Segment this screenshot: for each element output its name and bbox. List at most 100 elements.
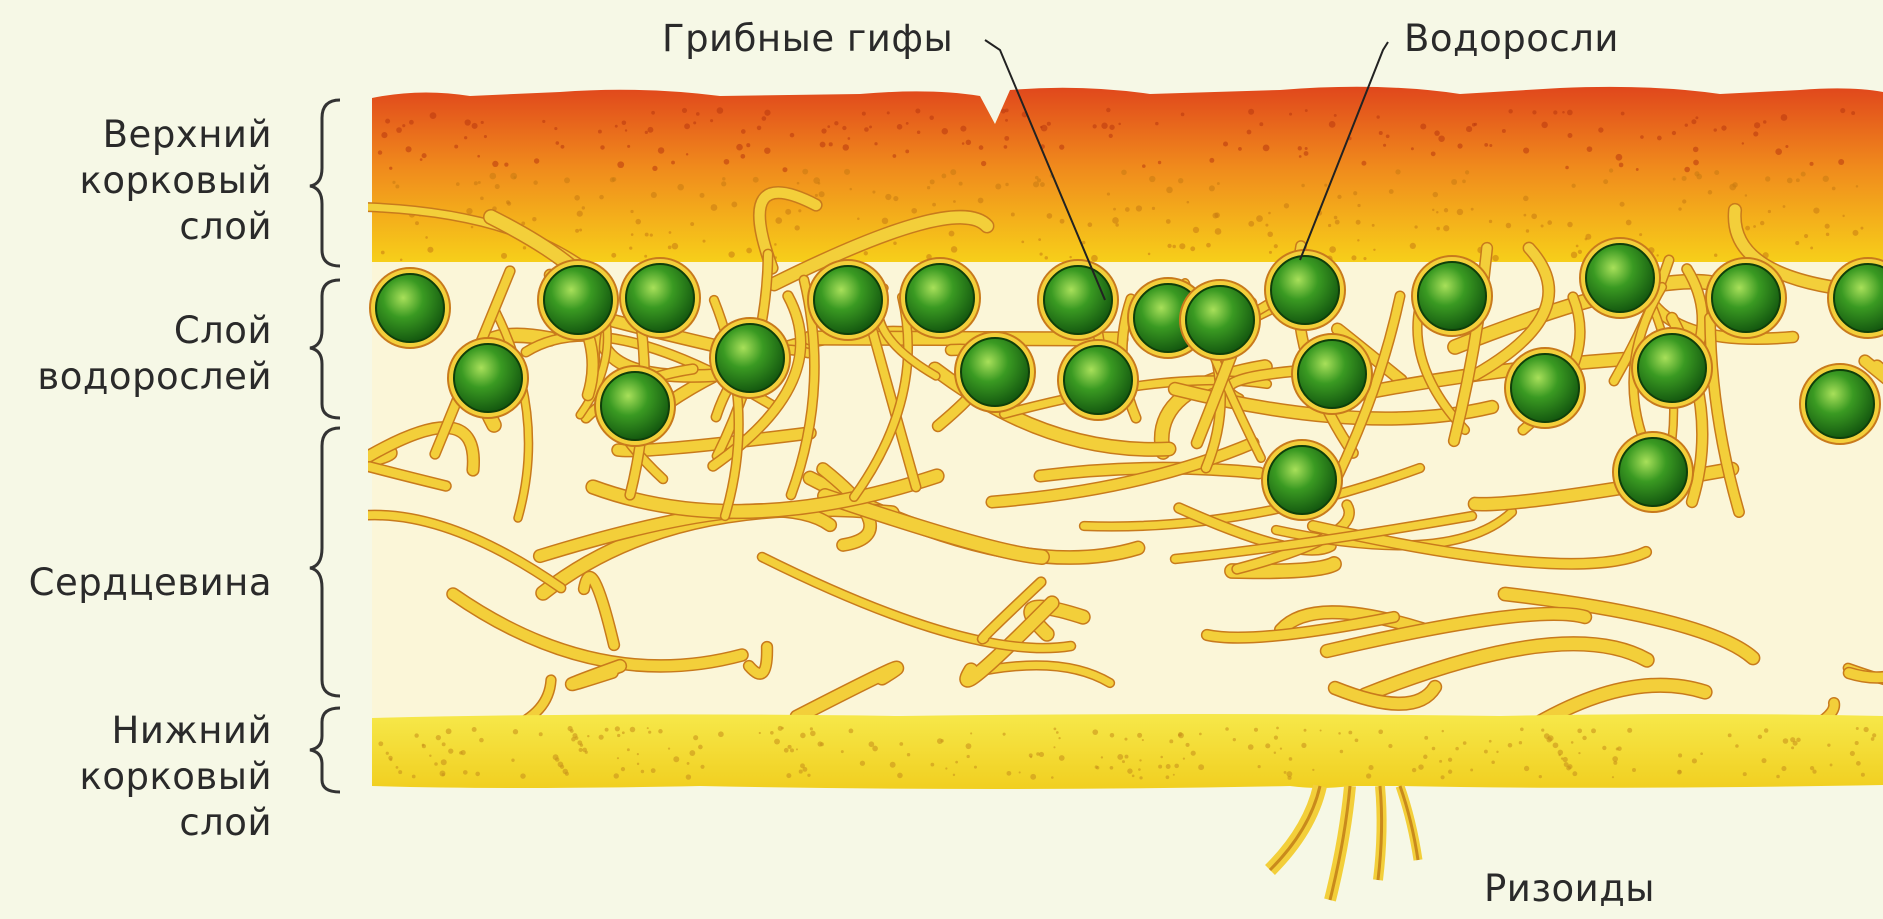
- lower-cortex-speckle: [396, 766, 399, 769]
- lower-cortex-speckle: [1166, 764, 1171, 769]
- lower-cortex-speckle: [429, 754, 431, 756]
- cortex-speckle: [651, 192, 657, 198]
- cortex-speckle: [1093, 124, 1097, 128]
- cortex-speckle: [1804, 234, 1808, 238]
- lower-cortex-speckle: [1793, 741, 1798, 746]
- lower-cortex-speckle: [1280, 747, 1282, 749]
- alga-cell: [1511, 354, 1579, 422]
- lower-cortex-speckle: [1871, 737, 1875, 741]
- cortex-speckle: [1508, 109, 1512, 113]
- lower-cortex-speckle: [1368, 765, 1373, 770]
- lower-cortex-speckle: [1455, 747, 1459, 751]
- lower-cortex-speckle: [1861, 773, 1865, 777]
- lower-cortex-speckle: [1432, 747, 1436, 751]
- cortex-speckle: [1436, 211, 1438, 213]
- cortex-speckle: [1851, 111, 1855, 115]
- lower-cortex-speckle: [1039, 752, 1044, 757]
- lower-cortex-speckle: [1577, 728, 1582, 733]
- cortex-speckle: [465, 119, 471, 125]
- cortex-speckle: [599, 195, 604, 200]
- lower-cortex-speckle: [974, 766, 977, 769]
- cortex-speckle: [686, 153, 688, 155]
- cortex-speckle: [556, 141, 560, 145]
- cortex-speckle: [392, 181, 395, 184]
- lower-cortex-speckle: [718, 731, 724, 737]
- cortex-speckle: [1004, 145, 1008, 149]
- lower-cortex-label-line-2: корковый: [0, 754, 272, 800]
- alga-cell: [376, 274, 444, 342]
- cortex-speckle: [1813, 207, 1819, 213]
- cortex-speckle: [474, 181, 478, 185]
- cortex-speckle: [911, 208, 917, 214]
- lower-cortex-speckle: [412, 775, 416, 779]
- lower-cortex-speckle: [1124, 738, 1127, 741]
- lower-cortex-speckle: [627, 748, 630, 751]
- cortex-speckle: [1274, 244, 1278, 248]
- cortex-speckle: [1414, 225, 1417, 228]
- cortex-speckle: [1005, 108, 1009, 112]
- cortex-speckle: [1172, 245, 1175, 248]
- cortex-speckle: [1187, 201, 1190, 204]
- cortex-speckle: [651, 111, 655, 115]
- lower-cortex-speckle: [641, 770, 644, 773]
- cortex-speckle: [1587, 146, 1593, 152]
- cortex-speckle: [625, 129, 627, 131]
- lower-cortex-speckle: [1122, 760, 1125, 763]
- cortex-speckle: [1263, 144, 1270, 151]
- cortex-speckle: [1223, 141, 1228, 146]
- cortex-speckle: [762, 116, 767, 121]
- lower-cortex-speckle: [799, 770, 803, 774]
- cortex-speckle: [669, 231, 672, 234]
- cortex-speckle: [764, 110, 770, 116]
- cortex-speckle: [1626, 220, 1632, 226]
- cortex-speckle: [396, 127, 402, 133]
- lower-cortex-speckle: [599, 735, 604, 740]
- cortex-speckle: [1781, 114, 1788, 121]
- cortex-speckle: [1305, 147, 1308, 150]
- lower-cortex-speckle: [1288, 776, 1292, 780]
- cortex-speckle: [1215, 228, 1222, 235]
- cortex-speckle: [1395, 169, 1400, 174]
- cortex-speckle: [1603, 179, 1608, 184]
- lower-cortex-speckle: [1169, 739, 1173, 743]
- cortex-speckle: [897, 124, 903, 130]
- cortex-speckle: [1125, 207, 1130, 212]
- lower-cortex-speckle: [398, 770, 402, 774]
- lower-cortex-speckle: [1632, 768, 1636, 772]
- lower-cortex-speckle: [1092, 729, 1098, 735]
- lower-cortex-speckle: [1058, 737, 1060, 739]
- cortex-speckle: [1708, 190, 1712, 194]
- cortex-speckle: [1729, 184, 1736, 191]
- lower-cortex-speckle: [1158, 765, 1162, 769]
- cortex-speckle: [951, 246, 958, 253]
- cortex-speckle: [1209, 158, 1214, 163]
- lower-cortex-speckle: [520, 773, 525, 778]
- cortex-speckle: [1329, 246, 1336, 253]
- cortex-speckle: [631, 233, 634, 236]
- lower-cortex-speckle: [810, 731, 816, 737]
- cortex-speckle: [506, 200, 510, 204]
- cortex-speckle: [1037, 178, 1041, 182]
- cortex-speckle: [1179, 243, 1185, 249]
- lower-cortex-speckle: [1856, 761, 1861, 766]
- alga-cell: [961, 338, 1029, 406]
- cortex-speckle: [1684, 167, 1690, 173]
- lower-cortex-speckle: [860, 761, 865, 766]
- lower-cortex-layer: [372, 714, 1883, 789]
- lower-cortex-speckle: [1030, 774, 1036, 780]
- lower-cortex-speckle: [580, 743, 583, 746]
- cortex-speckle: [1753, 225, 1756, 228]
- cortex-speckle: [1745, 226, 1750, 231]
- lower-cortex-speckle: [637, 763, 639, 765]
- cortex-speckle: [962, 142, 965, 145]
- lower-cortex-speckle: [945, 767, 947, 769]
- lower-cortex-speckle: [1051, 776, 1054, 779]
- cortex-speckle: [677, 184, 684, 191]
- cortex-speckle: [1810, 247, 1813, 250]
- cortex-speckle: [753, 177, 759, 183]
- lower-cortex-speckle: [1173, 774, 1175, 776]
- cortex-speckle: [736, 144, 743, 151]
- cortex-speckle: [995, 184, 1001, 190]
- cortex-speckle: [1553, 110, 1557, 114]
- lower-cortex-speckle: [1571, 741, 1574, 744]
